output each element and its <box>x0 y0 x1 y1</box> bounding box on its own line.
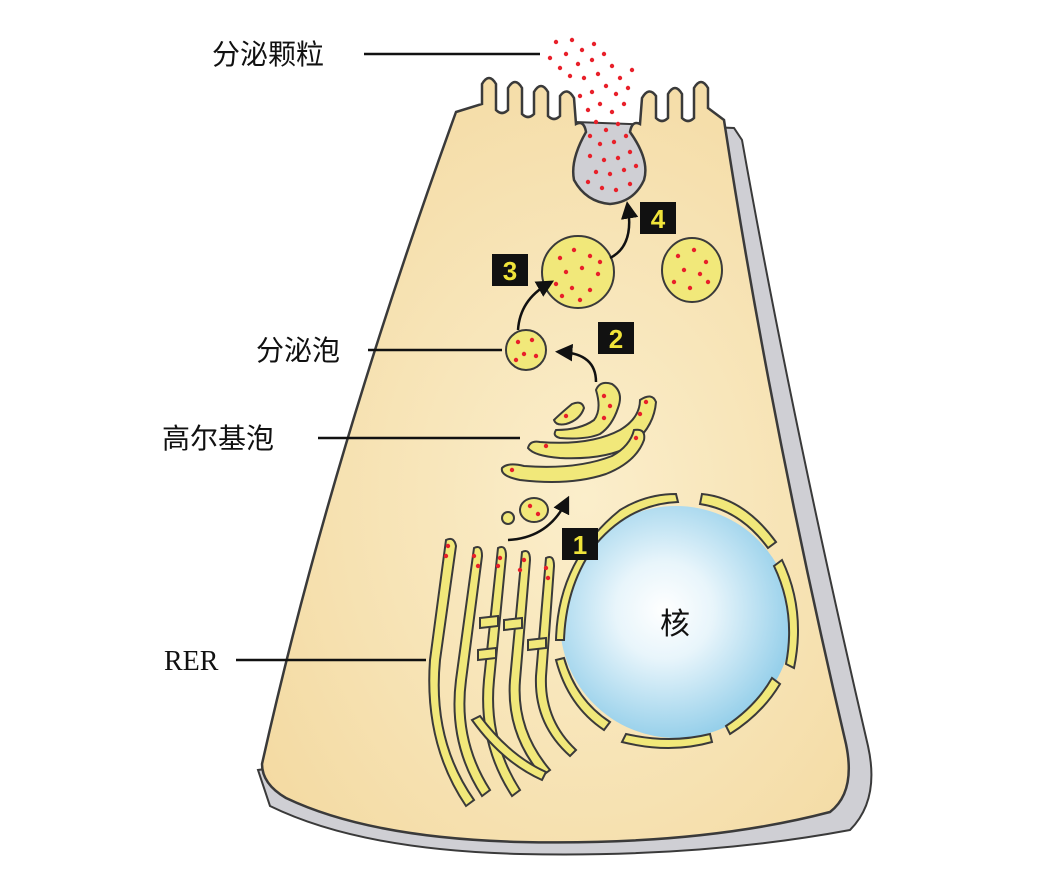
transport-arrows <box>507 201 639 542</box>
svg-text:3: 3 <box>503 256 517 286</box>
step-badge-3: 3 <box>492 254 528 286</box>
label-golgi: 高尔基泡 <box>162 422 274 455</box>
rough-er <box>428 537 578 808</box>
svg-text:2: 2 <box>609 324 623 354</box>
nucleus <box>560 506 792 738</box>
svg-text:1: 1 <box>573 530 587 560</box>
nuclear-envelope <box>554 492 799 749</box>
label-rer: RER <box>164 646 219 677</box>
label-secretory-vesicle: 分泌泡 <box>256 334 340 367</box>
golgi-granules <box>509 393 649 517</box>
secretory-vesicle-small <box>505 329 547 371</box>
step-badge-4: 4 <box>640 202 676 234</box>
secretory-vesicle-large-right <box>661 237 723 303</box>
svg-text:4: 4 <box>651 204 666 234</box>
secreted-granules <box>547 37 639 193</box>
secretory-vesicle-large-left <box>541 235 615 309</box>
leader-lines <box>236 52 540 662</box>
label-nucleus: 核 <box>660 607 690 642</box>
rer-granules <box>443 543 551 581</box>
label-secretory-granules: 分泌颗粒 <box>212 38 324 71</box>
step-badge-1: 1 <box>562 528 598 560</box>
step-badge-2: 2 <box>598 322 634 354</box>
